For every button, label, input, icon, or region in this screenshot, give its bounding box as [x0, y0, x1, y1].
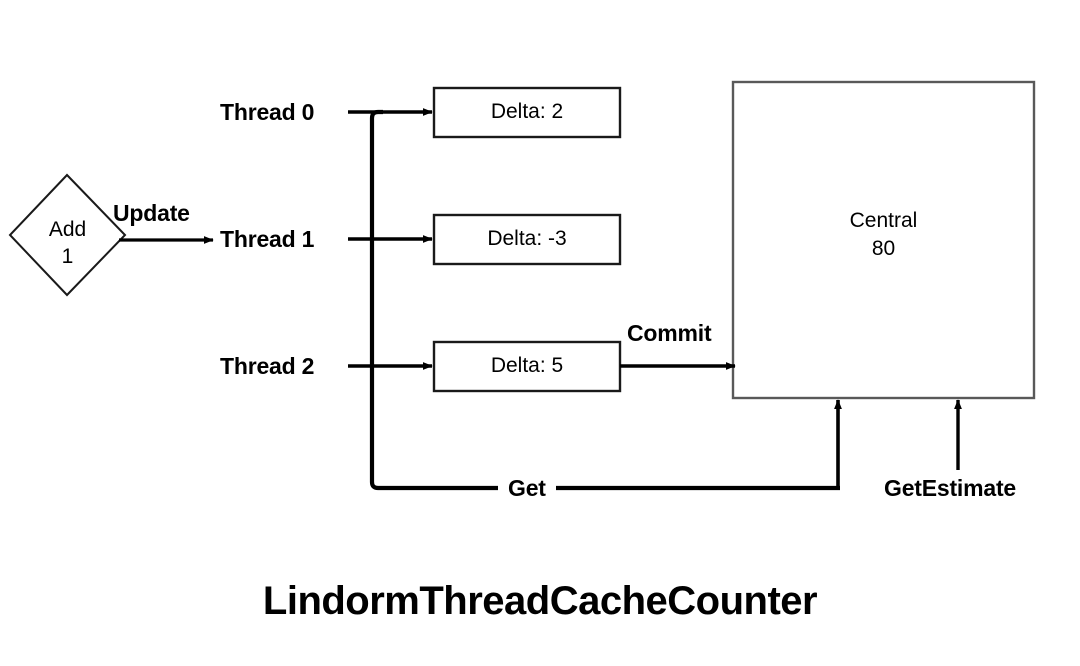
delta-value-thread1: Delta: -3 — [487, 227, 567, 250]
thread-label-2: Thread 2 — [220, 353, 315, 379]
add-diamond-label-line2: 1 — [61, 245, 74, 268]
central-box — [731, 80, 1036, 400]
thread-label-1: Thread 1 — [220, 226, 315, 252]
add-diamond-label-line1: Add — [48, 218, 87, 241]
delta-value-thread0: Delta: 2 — [490, 100, 564, 123]
update-edge-label: Update — [113, 200, 190, 226]
get-edge-label: Get — [498, 475, 556, 503]
central-label-line1: Central — [849, 209, 918, 232]
central-label-line2: 80 — [871, 237, 896, 260]
delta-box-thread1 — [432, 213, 622, 266]
commit-edge-label: Commit — [627, 320, 712, 346]
diagram-title: LindormThreadCacheCounter — [262, 579, 818, 623]
get-estimate-edge-label: GetEstimate — [884, 475, 1017, 501]
thread-label-0: Thread 0 — [220, 99, 315, 125]
delta-box-thread2 — [432, 340, 622, 393]
delta-box-thread0 — [432, 86, 622, 139]
add-diamond-shape — [8, 173, 127, 297]
delta-value-thread2: Delta: 5 — [490, 354, 564, 377]
